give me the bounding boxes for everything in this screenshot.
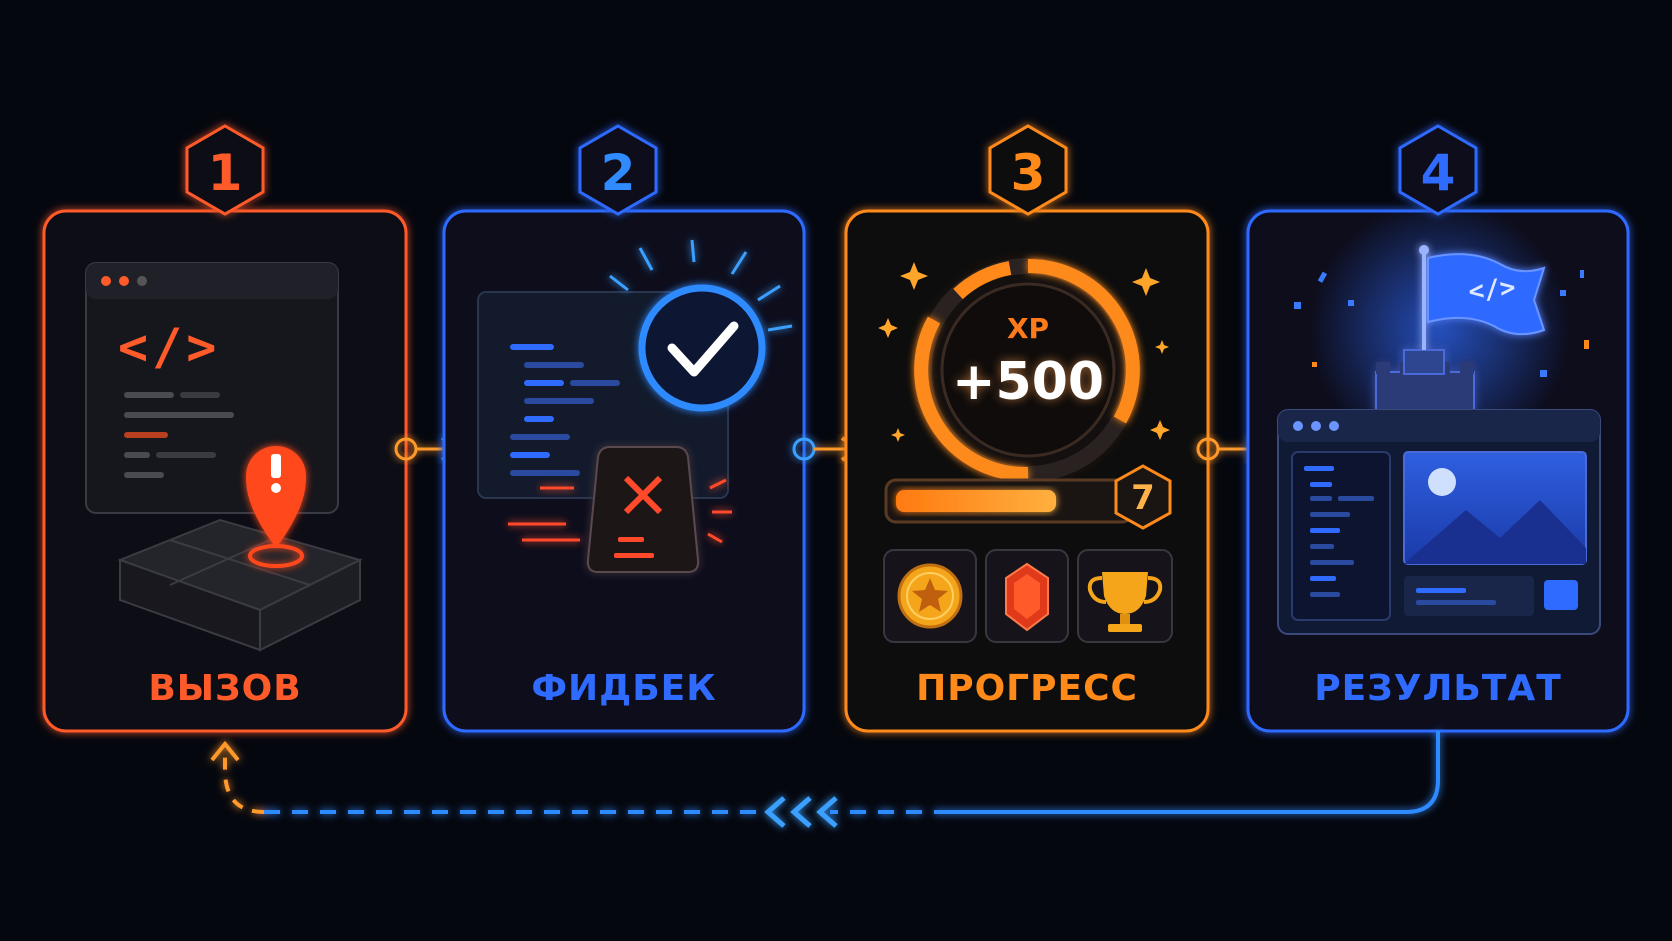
step-card-feedback <box>442 124 806 733</box>
level-progress-bar <box>884 478 1134 524</box>
xp-ring <box>914 258 1140 482</box>
step-number-1: 1 <box>207 144 243 202</box>
step-number-hex-3 <box>988 124 1068 216</box>
step-number-4: 4 <box>1420 144 1456 202</box>
confetti <box>1294 270 1589 377</box>
sparkle-icons <box>878 262 1170 442</box>
level-number: 7 <box>1131 478 1155 518</box>
xp-value: +500 <box>951 352 1105 412</box>
code-symbol: </> <box>118 318 221 376</box>
step-card-progress <box>844 124 1210 733</box>
gem-icon <box>1005 562 1049 632</box>
floor-tiles <box>117 518 363 652</box>
star-coin-icon <box>897 563 963 629</box>
step-number-2: 2 <box>600 144 636 202</box>
image-icon <box>1403 451 1587 565</box>
step-number-hex-4 <box>1398 124 1478 216</box>
content-block <box>1404 576 1578 616</box>
step-card-result <box>1246 124 1630 733</box>
loop-back-arrow <box>210 731 1440 828</box>
step-label-feedback: ФИДБЕК <box>531 668 717 709</box>
trophy-icon <box>1087 572 1163 632</box>
step-label-result: РЕЗУЛЬТАТ <box>1314 668 1562 709</box>
step-number-hex-1 <box>185 124 265 216</box>
alert-pin-icon <box>246 446 306 568</box>
step-label-progress: ПРОГРЕСС <box>916 668 1138 709</box>
castle-flag-icon <box>1375 245 1546 411</box>
step-label-challenge: ВЫЗОВ <box>148 668 302 709</box>
error-x-icon <box>508 446 732 573</box>
check-circle-icon <box>609 239 793 412</box>
step-number-3: 3 <box>1010 144 1046 202</box>
step-number-hex-2 <box>578 124 658 216</box>
step-card-challenge <box>42 124 408 733</box>
xp-label: XP <box>1006 312 1050 345</box>
level-hex-badge <box>1114 464 1172 530</box>
